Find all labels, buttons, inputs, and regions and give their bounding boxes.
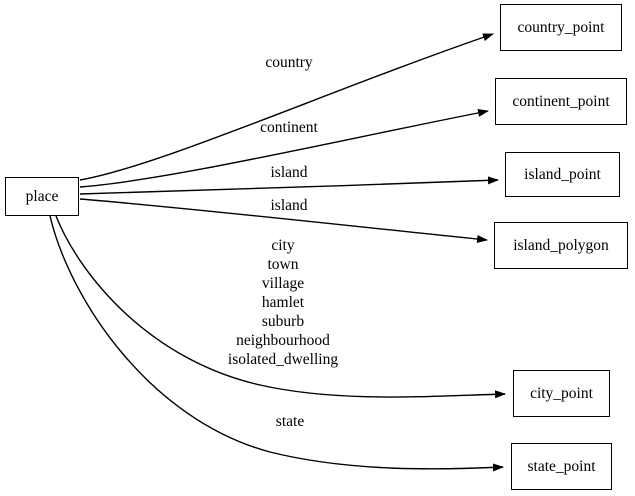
edge-place-island_point (79, 176, 499, 195)
edge-label-place-country_point: country (265, 53, 312, 72)
edge-label-line: village (261, 275, 305, 292)
node-label: continent_point (512, 92, 610, 110)
node-continent_point[interactable]: continent_point (495, 78, 627, 125)
edge-label-place-island_point: island (270, 163, 307, 182)
node-label: place (25, 187, 59, 205)
edge-label-line: city (271, 237, 295, 254)
edge-place-country_point (79, 33, 494, 181)
node-label: country_point (517, 18, 605, 36)
edge-label-line: island (270, 197, 308, 214)
node-state_point[interactable]: state_point (511, 443, 612, 490)
edge-label-line: hamlet (261, 294, 305, 311)
edge-paths (49, 33, 506, 472)
edge-label-line: neighbourhood (236, 332, 330, 349)
edge-label-place-continent_point: continent (260, 118, 318, 137)
edge-place-island_polygon (79, 198, 488, 243)
edge-label-line: country (265, 54, 313, 71)
node-label: state_point (527, 457, 596, 475)
edge-label-line: isolated_dwelling (227, 351, 339, 368)
edge-label-line: suburb (261, 313, 305, 330)
node-island_polygon[interactable]: island_polygon (494, 222, 628, 269)
node-label: city_point (530, 384, 593, 402)
edge-label-line: continent (260, 119, 318, 136)
edge-place-state_point (49, 215, 504, 472)
edge-label-line: town (267, 256, 299, 273)
node-label: island_polygon (513, 236, 609, 254)
edge-label-line: island (270, 164, 308, 181)
edge-place-continent_point (79, 108, 489, 188)
node-city_point[interactable]: city_point (513, 370, 610, 417)
edge-label-place-state_point: state (276, 412, 304, 431)
edge-place-city_point (55, 215, 506, 399)
edge-label-place-city_point: city town village hamlet suburb neighbourhood… (228, 236, 338, 369)
node-country_point[interactable]: country_point (500, 4, 622, 51)
edge-label-place-island_polygon: island (270, 196, 307, 215)
edge-label-line: state (275, 413, 305, 430)
node-island_point[interactable]: island_point (505, 152, 620, 197)
node-place[interactable]: place (5, 177, 79, 216)
node-label: island_point (524, 165, 601, 183)
